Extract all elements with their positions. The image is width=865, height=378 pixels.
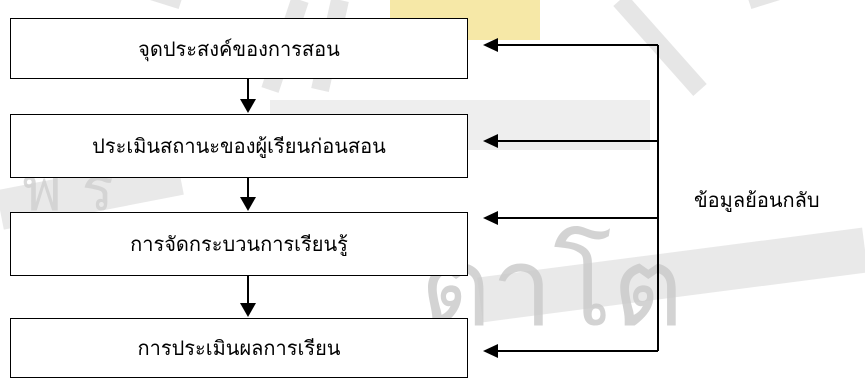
step-pre-assessment-label: ประเมินสถานะของผู้เรียนก่อนสอน [92,134,386,158]
step-learning-process: การจัดกระบวนการเรียนรู้ [10,212,468,276]
down-arrow-2 [240,178,256,211]
step-evaluation: การประเมินผลการเรียน [10,318,468,378]
feedback-arrow-2 [483,134,658,148]
feedback-arrow-4 [483,344,658,358]
step-learning-process-label: การจัดกระบวนการเรียนรู้ [130,232,348,256]
feedback-arrow-1 [483,38,658,52]
down-arrow-3 [240,276,256,317]
down-arrow-1 [240,79,256,113]
step-objectives: จุดประสงค์ของการสอน [10,18,468,79]
feedback-arrow-3 [483,211,658,225]
feedback-label: ข้อมูลย้อนกลับ [694,188,820,212]
step-objectives-label: จุดประสงค์ของการสอน [138,36,340,61]
step-evaluation-label: การประเมินผลการเรียน [137,336,341,360]
step-pre-assessment: ประเมินสถานะของผู้เรียนก่อนสอน [10,114,468,178]
